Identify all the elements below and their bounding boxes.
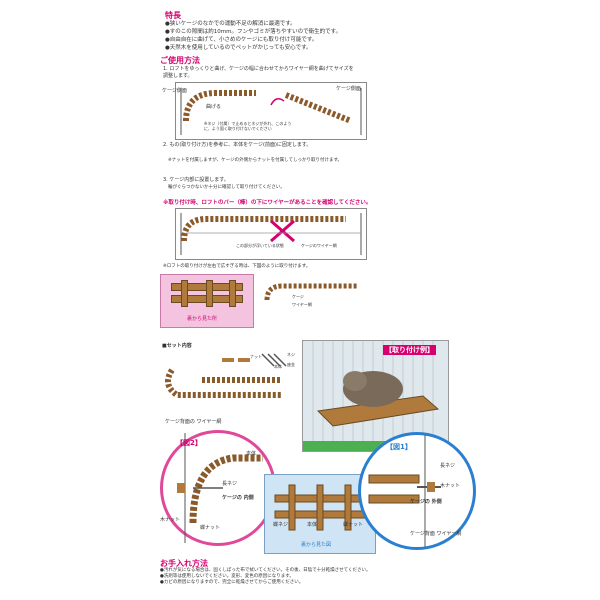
step1-illustration xyxy=(180,88,362,135)
back-view-caption: 裏から見た所 xyxy=(187,316,218,322)
step3-note: 輪がぐらつかないか十分に確認して取り付けてください。 xyxy=(168,185,285,190)
fig1-svg xyxy=(368,435,441,547)
back-view-blue-svg xyxy=(274,484,366,531)
feature-item: ●狭いケージのなかでの運動不足の解消に最適です。 xyxy=(165,21,296,27)
features-heading: 特長 xyxy=(165,11,181,20)
photo-label: 【取り付け例】 xyxy=(383,345,436,355)
feature-item: ●すのこの隙間は約10mm。フンやゴミが落ちやすいので衛生的です。 xyxy=(165,29,342,35)
loft-post xyxy=(229,280,236,307)
care-item: ●カビの原因になりますので、完全に乾燥させてからご使用ください。 xyxy=(160,580,304,585)
fig2-circle xyxy=(160,430,276,546)
feature-item: ●天然木を使用しているのでペットがかじっても安心です。 xyxy=(165,45,312,51)
care-heading: お手入れ方法 xyxy=(160,559,208,568)
warning-illustration xyxy=(180,213,362,255)
fig1-screw-label: 長ネジ xyxy=(440,463,456,469)
loft-post xyxy=(206,280,213,307)
cage-side-label: ケージ側面 xyxy=(162,88,187,94)
blue-body-label: 本体 xyxy=(307,522,318,528)
fig2-nut-label: 木ナット xyxy=(160,517,181,523)
step2-note: ※ナットを付属しますが、ケージの外側からナットを付属してしっかり取り付けます。 xyxy=(168,158,343,163)
wire-label: ケージのワイヤー網 xyxy=(301,243,337,248)
step1-text: 1. ロフトをゆっくりと曲げ、ケージの幅に合わせてからワイヤー網を曲げてサイズを… xyxy=(163,66,354,79)
set-illustration xyxy=(165,353,287,398)
loft-float-label: この部分が浮いている状態 xyxy=(236,243,284,248)
fig1-wire-label: ケージ背面 ワイヤー網 xyxy=(410,531,462,537)
blue-caption: 裏から見た図 xyxy=(301,542,332,548)
features-list: ●狭いケージのなかでの運動不足の解消に最適です。 ●すのこの隙間は約10mm。フ… xyxy=(165,20,341,52)
set-item-nut: ナット xyxy=(250,354,262,359)
fig2-main-label: 本体 xyxy=(246,451,257,457)
loft-post xyxy=(181,280,188,307)
fig2-screw-label: 長ネジ xyxy=(222,481,238,487)
cage-side-label-2: ケージ側面 xyxy=(336,86,361,92)
warning-diagram: この部分が浮いている状態 ケージのワイヤー網 xyxy=(175,208,367,260)
bend-label: 曲げる xyxy=(206,104,222,110)
back-view-box: 裏から見た所 xyxy=(160,274,254,328)
fig1-circle xyxy=(358,432,476,550)
care-item: ●洗剤等は使用しないでください。変形、変色の原因になります。 xyxy=(160,574,294,579)
side-label-a: ケージ xyxy=(292,294,304,299)
set-title: ■セット内容 xyxy=(162,343,192,349)
set-item-washer: 座金 xyxy=(287,362,295,367)
side-label-b: ワイヤー網 xyxy=(292,302,312,307)
step2-text: 2. もの(取り付け方)を参考に、本体をケージ(前面)に固定します。 xyxy=(163,142,312,148)
fig2-svg xyxy=(177,433,263,543)
set-item-body: 本体 xyxy=(274,364,282,369)
blue-nut-label: 蝶ナット xyxy=(343,522,364,528)
side-loft-svg xyxy=(264,283,357,301)
set-contents: ■セット内容 本体 ネジ ナット 座金 xyxy=(162,342,302,402)
fig1-nut-label: 木ナット xyxy=(440,483,461,489)
set-item-screw: ネジ xyxy=(287,352,295,357)
step4-text: ※ロフトの取り付けが左右で広すぎる時は、下図のように取り付けます。 xyxy=(163,264,311,269)
blue-screw-label: 蝶ネジ xyxy=(273,522,289,528)
fig2-inside-label: ケージの 内側 xyxy=(222,495,254,501)
fig2-washer-label: 蝶ナット xyxy=(200,525,221,531)
step1-diagram: ケージ側面 ケージ側面 曲げる ※ネジ（付属）で止めるとネジが外れ、このように、… xyxy=(162,82,367,140)
care-list: ●汚れが気になる場合は、固くしぼった布で拭いてください。その後、日陰で十分乾燥さ… xyxy=(160,568,460,586)
fig1-outside-label: ケージの 外側 xyxy=(410,499,442,505)
step3-text: 3. ケージ内部に設置します。 xyxy=(163,177,229,183)
back-view-blue: 蝶ネジ 本体 蝶ナット 裏から見た図 xyxy=(264,474,376,554)
care-item: ●汚れが気になる場合は、固くしぼった布で拭いてください。その後、日陰で十分乾燥さ… xyxy=(160,568,371,573)
fig1-label: 【図1】 xyxy=(386,443,412,451)
usage-heading: ご使用方法 xyxy=(160,56,200,65)
warning-text: ※取り付け時、ロフトのバー（棒）の下にワイヤーがあることを確認してください。 xyxy=(163,200,372,206)
cage-wire-label: ケージ背面の ワイヤー網 xyxy=(165,419,222,425)
fig2-label: 【図2】 xyxy=(176,439,202,447)
side-loft-illustration: ケージ ワイヤー網 xyxy=(262,280,362,324)
feature-item: ●自由自在に曲げて、小さめのケージにも取り付け可能です。 xyxy=(165,37,318,43)
step1-note: ※ネジ（付属）で止めるとネジが外れ、このように、よう固く取り付けないでください xyxy=(204,121,292,131)
